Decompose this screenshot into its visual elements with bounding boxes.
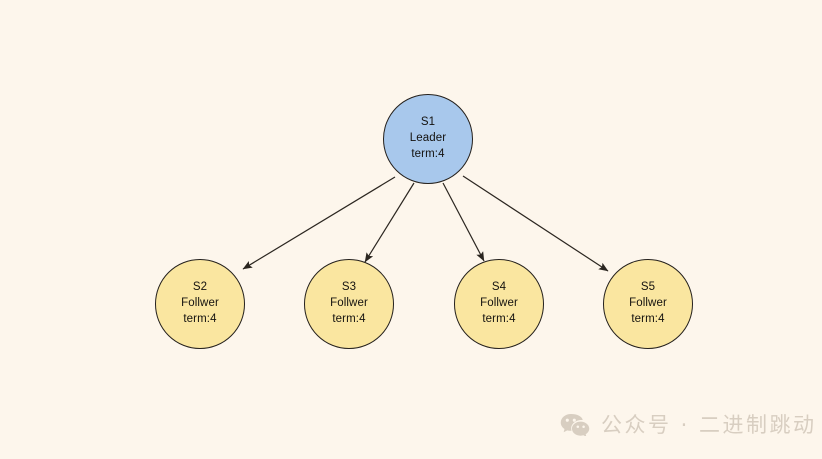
node-s5-term: term:4	[631, 312, 665, 325]
node-s2[interactable]: S2 Follwer term:4	[155, 259, 245, 349]
node-s3-id: S3	[341, 281, 357, 294]
replication-edges	[242, 175, 609, 272]
node-s1-id: S1	[420, 116, 436, 129]
edge-s1-to-s2	[242, 176, 396, 270]
watermark: 公众号 · 二进制跳动	[560, 409, 817, 439]
node-s1[interactable]: S1 Leader term:4	[383, 94, 473, 184]
node-s3-term: term:4	[332, 312, 366, 325]
edge-s1-to-s4	[442, 182, 485, 262]
node-s4-term: term:4	[482, 312, 516, 325]
node-s5[interactable]: S5 Follwer term:4	[603, 259, 693, 349]
node-s2-term: term:4	[183, 312, 217, 325]
edge-s1-to-s3	[364, 182, 415, 263]
node-s4-id: S4	[491, 281, 507, 294]
node-s2-id: S2	[192, 281, 208, 294]
node-s5-role: Follwer	[629, 297, 667, 310]
node-s4-role: Follwer	[480, 297, 518, 310]
node-s3-role: Follwer	[330, 297, 368, 310]
node-s1-term: term:4	[411, 147, 445, 160]
node-s2-role: Follwer	[181, 297, 219, 310]
node-s1-role: Leader	[409, 132, 447, 145]
node-s3[interactable]: S3 Follwer term:4	[304, 259, 394, 349]
edge-s1-to-s5	[462, 175, 609, 272]
node-s5-id: S5	[640, 281, 656, 294]
node-s4[interactable]: S4 Follwer term:4	[454, 259, 544, 349]
watermark-text: 公众号 · 二进制跳动	[601, 413, 817, 437]
wechat-logo-icon	[560, 414, 590, 436]
